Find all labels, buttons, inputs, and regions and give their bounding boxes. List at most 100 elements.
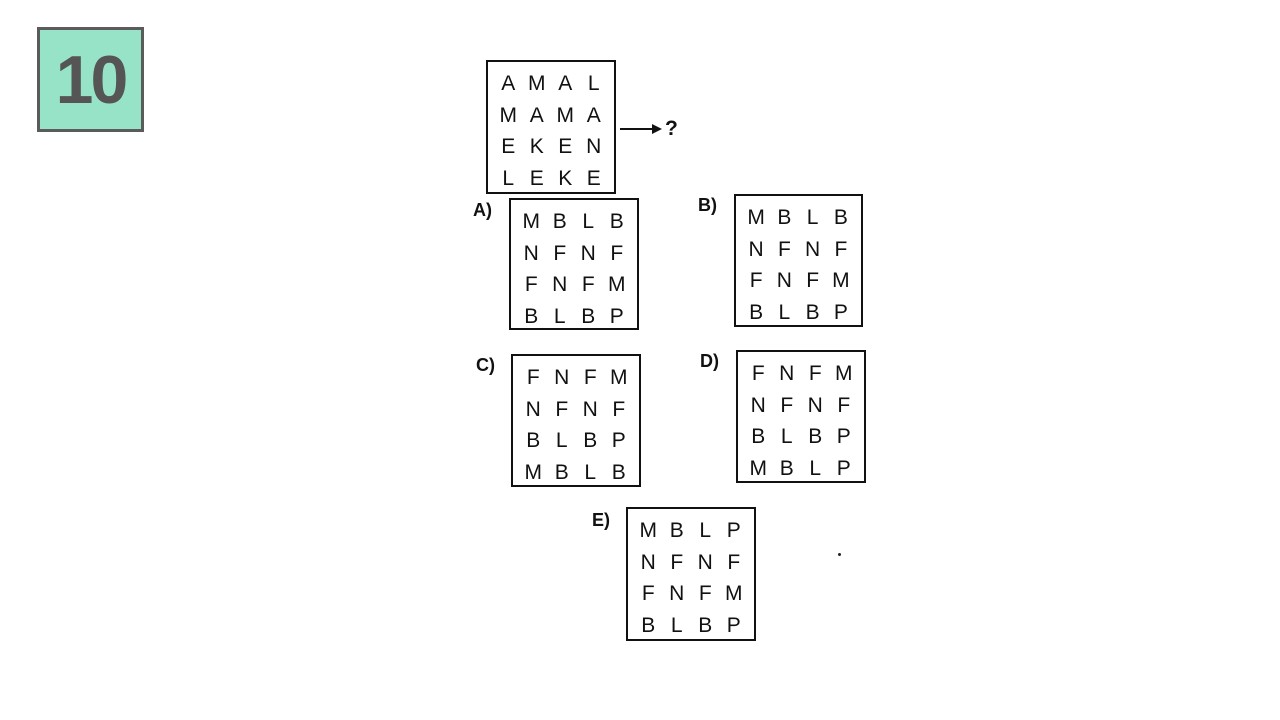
option-a-label: A) bbox=[473, 200, 492, 220]
grid-letter: N bbox=[669, 582, 685, 606]
grid-letter: B bbox=[751, 425, 766, 449]
grid-letter: P bbox=[609, 304, 624, 328]
grid-letter: M bbox=[556, 103, 575, 127]
grid-letter: P bbox=[726, 613, 741, 637]
grid-letter: N bbox=[640, 550, 656, 574]
grid-letter: P bbox=[836, 425, 851, 449]
grid-letter: P bbox=[836, 456, 851, 480]
grid-letter: M bbox=[499, 103, 518, 127]
grid-letter: N bbox=[697, 550, 713, 574]
grid-letter: F bbox=[610, 241, 624, 265]
grid-letter: L bbox=[670, 613, 683, 637]
grid-letter: L bbox=[584, 460, 597, 484]
unknown-result-mark: ? bbox=[665, 117, 678, 140]
grid-letter: B bbox=[554, 460, 569, 484]
stray-dot bbox=[838, 553, 841, 556]
grid-letter: M bbox=[528, 72, 546, 96]
grid-letter: M bbox=[522, 210, 541, 234]
grid-letter: N bbox=[552, 273, 568, 297]
question-number-badge: 10 bbox=[37, 27, 144, 132]
grid-letter: B bbox=[777, 206, 792, 230]
arrow-right-icon bbox=[652, 124, 662, 134]
grid-letter: B bbox=[749, 300, 764, 324]
grid-letter: L bbox=[587, 72, 600, 96]
grid-letter: K bbox=[558, 166, 573, 190]
grid-letter: M bbox=[639, 519, 658, 543]
grid-letter: N bbox=[776, 269, 792, 293]
grid-letter: F bbox=[581, 273, 595, 297]
grid-letter: B bbox=[526, 429, 541, 453]
grid-letter: L bbox=[780, 425, 793, 449]
option-b-label: B) bbox=[698, 195, 717, 215]
grid-letter: F bbox=[612, 397, 626, 421]
grid-letter: F bbox=[524, 273, 538, 297]
option-d-label: D) bbox=[700, 351, 719, 371]
grid-letter: N bbox=[582, 397, 598, 421]
grid-letter: B bbox=[808, 425, 823, 449]
grid-letter: B bbox=[833, 206, 848, 230]
grid-letter: F bbox=[670, 550, 684, 574]
grid-letter: M bbox=[835, 362, 853, 386]
grid-letter: L bbox=[699, 519, 712, 543]
grid-letter: F bbox=[553, 241, 567, 265]
grid-letter: F bbox=[555, 397, 569, 421]
grid-letter: A bbox=[586, 103, 601, 127]
grid-letter: B bbox=[524, 304, 539, 328]
grid-letter: M bbox=[747, 206, 765, 230]
grid-letter: L bbox=[806, 206, 819, 230]
grid-letter: E bbox=[529, 166, 544, 190]
grid-letter: L bbox=[555, 429, 568, 453]
grid-letter: M bbox=[725, 582, 743, 606]
grid-letter: N bbox=[586, 135, 602, 159]
grid-letter: F bbox=[834, 237, 848, 261]
grid-letter: P bbox=[726, 519, 741, 543]
grid-letter: A bbox=[558, 72, 573, 96]
grid-letter: E bbox=[501, 135, 516, 159]
option-e-label: E) bbox=[592, 510, 610, 530]
grid-letter: N bbox=[580, 241, 596, 265]
grid-letter: B bbox=[552, 210, 567, 234]
grid-letter: N bbox=[779, 362, 795, 386]
grid-letter: E bbox=[558, 135, 573, 159]
grid-letter: F bbox=[751, 362, 765, 386]
grid-letter: F bbox=[727, 550, 741, 574]
grid-letter: M bbox=[832, 269, 850, 293]
option-c-label: C) bbox=[476, 355, 495, 375]
grid-letter: M bbox=[608, 273, 626, 297]
grid-letter: P bbox=[833, 300, 848, 324]
arrow-line bbox=[620, 128, 660, 130]
grid-letter: F bbox=[526, 366, 540, 390]
grid-letter: F bbox=[780, 393, 794, 417]
grid-letter: F bbox=[777, 237, 791, 261]
grid-letter: F bbox=[749, 269, 763, 293]
grid-letter: L bbox=[502, 166, 515, 190]
grid-letter: B bbox=[609, 210, 624, 234]
question-number: 10 bbox=[55, 41, 129, 118]
grid-letter: F bbox=[641, 582, 655, 606]
grid-letter: L bbox=[582, 210, 595, 234]
grid-letter: B bbox=[581, 304, 596, 328]
